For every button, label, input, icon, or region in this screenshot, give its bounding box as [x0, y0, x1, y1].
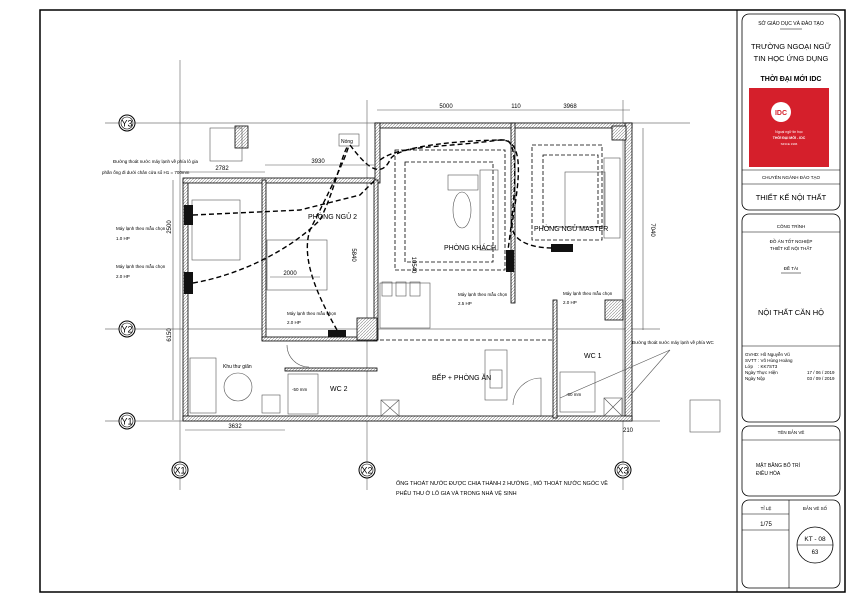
tb-sheet-label: BẢN VẼ SỐ	[803, 505, 828, 511]
tb-topic: NỘI THẤT CĂN HỘ	[758, 307, 824, 317]
info-key: GVHD	[745, 352, 759, 357]
ac-label: Máy lạnh theo mẫu chọn	[563, 290, 613, 296]
room-label-wc2: WC 2	[330, 386, 348, 393]
ac-label: Máy lạnh theo mẫu chọn	[116, 263, 166, 269]
tb-drawing-name-line2: ĐIỀU HÒA	[756, 470, 781, 477]
dim-wall-gap: 110	[511, 104, 521, 110]
info-key: Ngày Nộp	[745, 376, 766, 381]
tb-sheet-number: 63	[812, 550, 819, 556]
tb-major-label: CHUYÊN NGÀNH ĐÀO TẠO	[762, 173, 820, 180]
room-label-lounge: Khu thư giãn	[223, 364, 252, 370]
dim-bottom-left: 3632	[228, 424, 242, 430]
info-value: : Hồ Nguyễn Vũ	[758, 351, 790, 357]
ac-power: 2.0 HP	[116, 274, 130, 279]
logo-line1: Ngoại ngữ tin học	[775, 130, 803, 134]
note-wc2-offset: -50 mm	[292, 387, 308, 392]
room-label-bedroom2: PHÒNG NGỦ 2	[308, 212, 357, 221]
grid-label-x1: X1	[174, 466, 185, 476]
tb-drawing-name-label: TÊN BẢN VẼ	[778, 428, 805, 435]
drain-pipes	[192, 139, 553, 331]
tb-brand: THỜI ĐẠI MỚI IDC	[761, 74, 822, 83]
info-key: Ngày Thực Hiện	[745, 370, 778, 375]
grid-label-y2: Y2	[121, 325, 132, 335]
dim-bed-width: 2000	[283, 271, 297, 277]
dim-top-left: 2782	[215, 166, 229, 172]
tb-info: GVHD : Hồ Nguyễn Vũ SVTT : Võ Hùng Hoàng…	[745, 351, 835, 381]
sheet-frame	[39, 9, 846, 593]
tb-topic-label: ĐỀ TÀI	[784, 265, 798, 271]
ac-unit-icon	[506, 250, 514, 272]
note-bottom-line1: ỐNG THOÁT NƯỚC ĐƯỢC CHIA THÀNH 2 HƯỚNG ,…	[396, 480, 608, 487]
dim-left-upper: 2500	[167, 220, 173, 234]
ac-labels: Máy lạnh theo mẫu chọn 1.0 HP Máy lạnh t…	[116, 225, 613, 325]
dim-bedroom2-width: 3930	[311, 159, 325, 165]
info-key: Lớp	[745, 364, 753, 369]
note-bottom-line2: PHỄU THU Ở LÔ GIA VÀ TRONG NHÀ VỆ SINH	[396, 489, 517, 497]
ac-power: 2.0 HP	[287, 320, 301, 325]
tb-drawing-name-line1: MẶT BẰNG BỐ TRÍ	[756, 461, 801, 469]
tb-department: SỞ GIÁO DỤC VÀ ĐÀO TẠO	[758, 20, 824, 27]
room-label-hot: Nóng	[341, 139, 353, 145]
ac-unit-icon	[184, 205, 193, 225]
tb-scale-label: TỈ LỆ	[761, 504, 772, 511]
room-label-wc1: WC 1	[584, 353, 602, 360]
note-drain-wc: Đường thoát nước máy lạnh về phía WC	[632, 340, 714, 345]
tb-project-label: CÔNG TRÌNH	[777, 223, 805, 229]
grid-label-x3: X3	[617, 466, 628, 476]
grid-bubbles: Y3 Y2 Y1 X1 X2 X3	[118, 114, 632, 479]
grid-label-x2: X2	[361, 466, 372, 476]
tb-scale: 1/75	[760, 522, 772, 528]
info-value: 17 / 06 / 2019	[807, 370, 835, 375]
note-pipe-height: phần ống đi dưới chân cửa sổ H1 = 700mm	[102, 169, 190, 175]
idc-logo: IDC Ngoại ngữ tin học THỜI ĐẠI MỚI - IDC…	[749, 88, 829, 167]
dim-living-width: 5000	[439, 104, 453, 110]
ac-label: Máy lạnh theo mẫu chọn	[116, 225, 166, 231]
dim-master-width: 3968	[563, 104, 577, 110]
tb-school-line2: TIN HỌC ỨNG DỤNG	[754, 54, 829, 63]
ac-power: 2.0 HP	[563, 300, 577, 305]
note-wc1-offset: -50 mm	[566, 392, 582, 397]
ac-units	[184, 205, 573, 337]
ac-unit-icon	[551, 244, 573, 252]
room-label-master: PHÒNG NGỦ MASTER	[534, 224, 608, 233]
ac-power: 2.5 HP	[458, 301, 472, 306]
logo-line2: THỜI ĐẠI MỚI - IDC	[773, 135, 806, 140]
walls	[182, 122, 633, 422]
tb-sheet-code: KT - 08	[804, 536, 826, 543]
ac-unit-icon	[184, 272, 193, 294]
dim-living-height: 10540	[410, 257, 416, 274]
room-label-living: PHÒNG KHÁCH	[444, 243, 496, 252]
logo-line3: SINCE 1996	[781, 142, 798, 146]
info-value: : Võ Hùng Hoàng	[758, 358, 793, 363]
ac-label: Máy lạnh theo mẫu chọn	[287, 310, 337, 316]
info-key: SVTT	[745, 358, 757, 363]
logo-mark: IDC	[775, 110, 787, 117]
info-value: 03 / 09 / 2019	[807, 376, 835, 381]
note-drain-loggia: Đường thoát nước máy lạnh về phía lô gia	[113, 159, 198, 164]
info-value: : KK7ST3	[758, 364, 778, 369]
ac-label: Máy lạnh theo mẫu chọn	[458, 291, 508, 297]
room-label-kitchen: BẾP + PHÒNG ĂN	[432, 372, 491, 382]
dim-right-height: 7040	[649, 223, 655, 237]
tb-major: THIẾT KẾ NỘI THẤT	[756, 192, 827, 202]
dim-left-lower: 6150	[167, 328, 173, 342]
dimension-lines	[172, 109, 644, 431]
dim-bottom-right: 210	[623, 428, 634, 434]
tb-project-line1: ĐỒ ÁN TỐT NGHIỆP	[770, 237, 813, 244]
furniture	[189, 127, 721, 433]
tb-school-line1: TRƯỜNG NGOẠI NGỮ	[751, 42, 832, 51]
grid-label-y3: Y3	[121, 119, 132, 129]
title-block: SỞ GIÁO DỤC VÀ ĐÀO TẠO TRƯỜNG NGOẠI NGỮ …	[741, 13, 841, 589]
tb-project-line2: THIẾT KẾ NỘI THẤT	[770, 245, 813, 251]
ac-unit-icon	[328, 330, 346, 337]
dim-bedroom2-height: 5840	[350, 248, 356, 262]
ac-power: 1.0 HP	[116, 236, 130, 241]
grid-label-y1: Y1	[121, 417, 132, 427]
